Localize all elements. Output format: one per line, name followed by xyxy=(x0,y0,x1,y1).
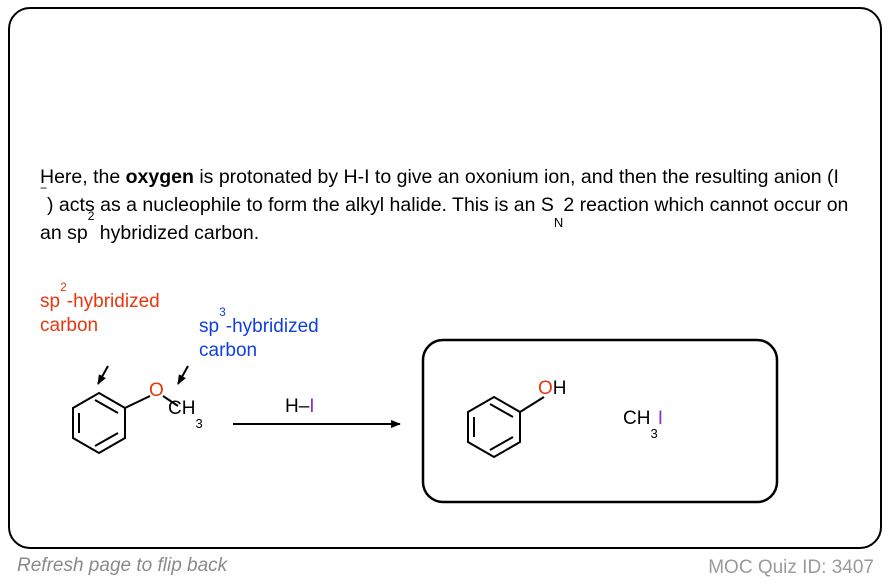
oxygen-methyl-bond xyxy=(162,395,179,407)
anisole-methyl-group: CH3 xyxy=(168,398,203,431)
reagent-hi: H–I xyxy=(285,396,315,417)
phenol-oxygen-bond xyxy=(519,396,545,413)
ring-oxygen-bond xyxy=(124,395,151,409)
methyl-iodide: CH3I xyxy=(623,408,663,441)
sp2-carbon-label: sp2-hybridized carbon xyxy=(40,280,160,336)
sp3-carbon-label: sp3-hybridized carbon xyxy=(199,305,319,361)
phenol-hydroxyl-group: OH xyxy=(538,378,567,399)
refresh-hint[interactable]: Refresh page to flip back xyxy=(17,555,228,576)
products-box xyxy=(421,338,779,504)
sp2-pointer-arrow xyxy=(97,365,109,385)
anisole-oxygen-atom: O xyxy=(149,380,164,401)
phenol-benzene-ring xyxy=(467,395,521,459)
anisole-benzene-ring xyxy=(72,391,126,455)
quiz-id: MOC Quiz ID: 3407 xyxy=(708,557,874,578)
flashcard[interactable] xyxy=(8,7,882,549)
explanation-text: Here, the oxygen is protonated by H-I to… xyxy=(40,166,849,244)
keyword-oxygen: oxygen xyxy=(125,166,194,188)
sp3-pointer-arrow xyxy=(177,365,189,385)
